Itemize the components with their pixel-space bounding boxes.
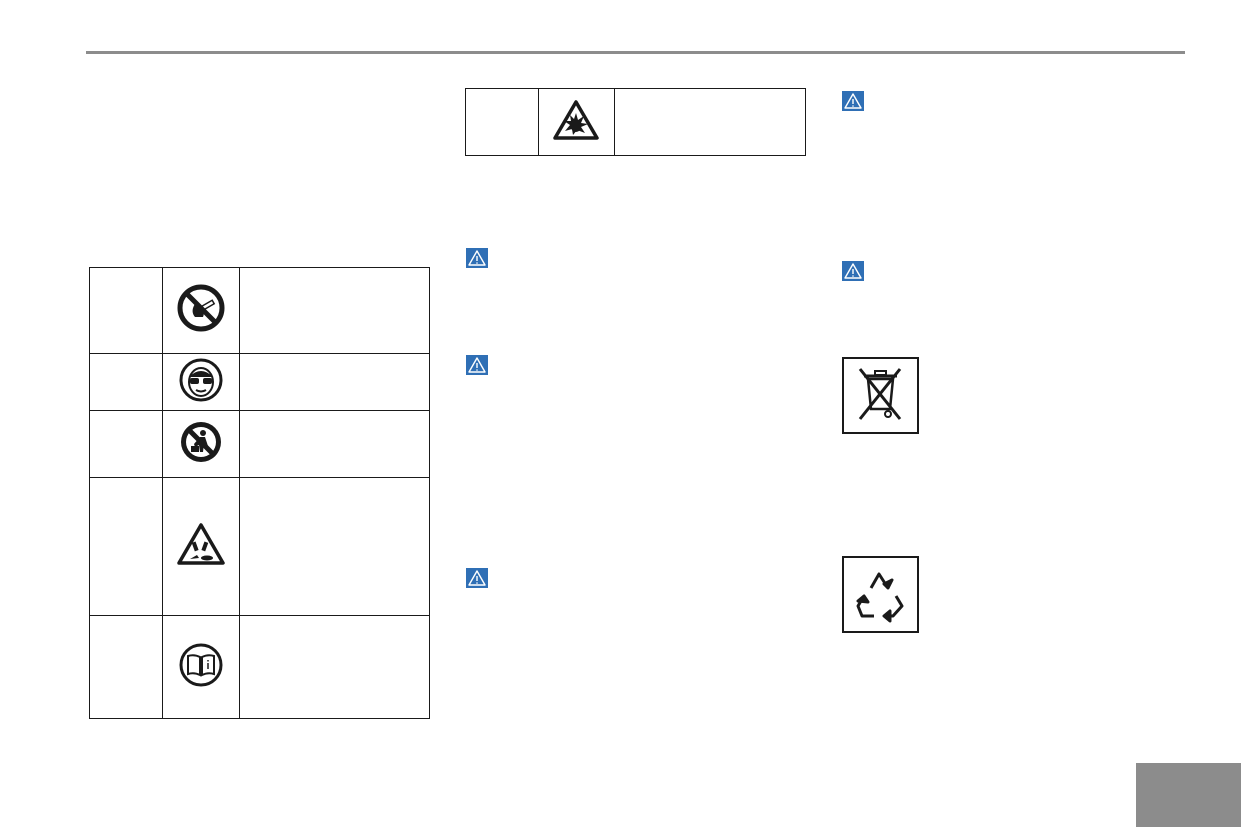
warning-triangle-icon <box>466 355 488 375</box>
row-label <box>89 353 163 411</box>
row-text <box>239 353 430 411</box>
table-row <box>89 267 430 354</box>
explosive-warning-icon <box>553 99 600 141</box>
row-label <box>89 477 163 616</box>
table-row <box>89 615 430 719</box>
corrosive-warning-icon <box>177 522 225 566</box>
keep-children-away-icon <box>178 419 224 465</box>
warning-triangle-icon <box>842 261 864 281</box>
row-text <box>239 615 430 719</box>
row-label <box>89 615 163 719</box>
header-rule <box>86 51 1185 54</box>
no-fire-no-smoking-icon <box>176 283 226 333</box>
explosive-symbol-table <box>465 88 806 156</box>
warning-triangle-icon <box>466 248 488 268</box>
row-label <box>89 410 163 478</box>
row-text <box>239 477 430 616</box>
table-row <box>465 88 806 156</box>
recycling-icon <box>842 556 919 633</box>
row-text <box>614 88 806 156</box>
safety-symbols-table <box>89 267 430 719</box>
row-text <box>239 267 430 354</box>
table-row <box>89 477 430 616</box>
table-row <box>89 353 430 411</box>
row-text <box>239 410 430 478</box>
read-manual-icon <box>178 642 224 688</box>
wear-eye-protection-icon <box>178 357 224 403</box>
page-tab <box>1136 763 1241 827</box>
warning-triangle-icon <box>466 568 488 588</box>
warning-triangle-icon <box>842 91 864 111</box>
crossed-out-wheelie-bin-icon <box>842 357 919 434</box>
row-label <box>89 267 163 354</box>
row-label <box>465 88 539 156</box>
table-row <box>89 410 430 478</box>
